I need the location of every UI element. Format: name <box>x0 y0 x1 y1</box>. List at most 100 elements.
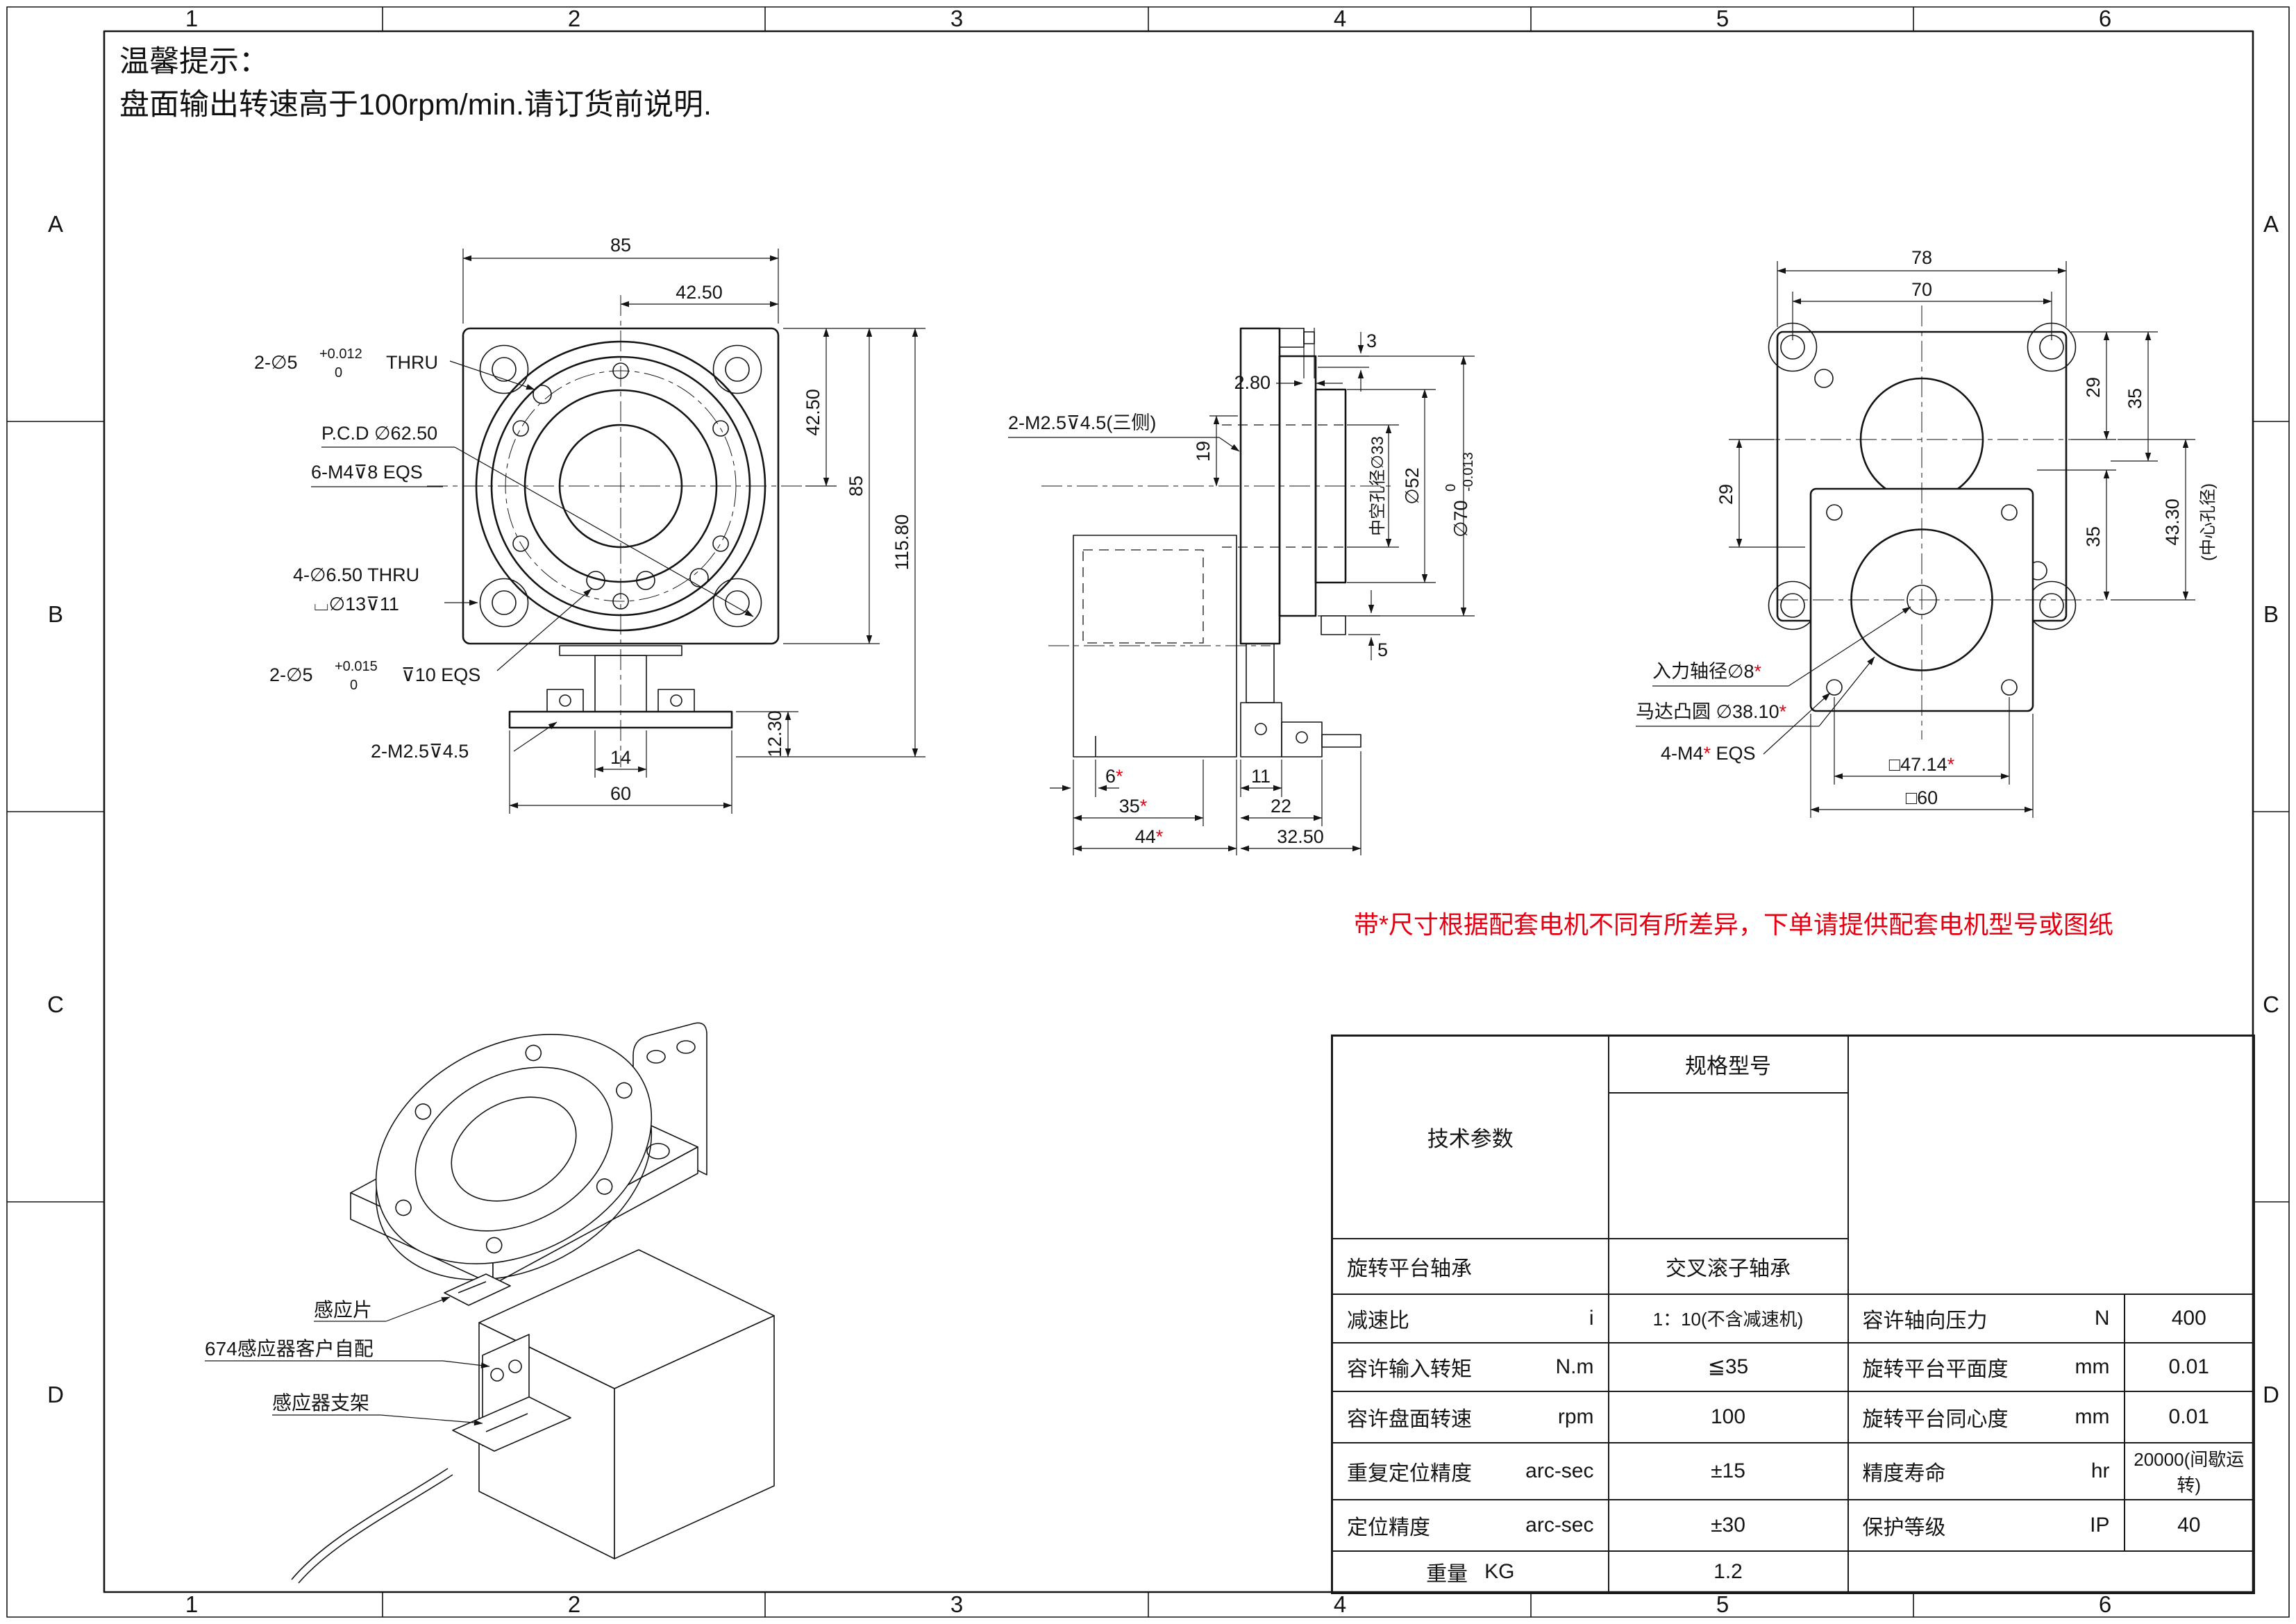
svg-text:35: 35 <box>2083 526 2104 547</box>
label-iso-vane: 感应片 <box>314 1296 451 1322</box>
svg-text:44*: 44* <box>1135 826 1164 847</box>
svg-text:感应片: 感应片 <box>314 1299 372 1321</box>
motor-side-view: 78 70 29 35 35 43.30 (中心孔径) <box>1636 247 2218 818</box>
grid-col-bottom-5: 5 <box>1716 1591 1729 1617</box>
label-front-pin-bottom: 2-∅5 +0.015 0 ⊽10 EQS <box>269 588 592 693</box>
svg-text:2-∅5: 2-∅5 <box>269 664 313 685</box>
svg-text:0: 0 <box>350 678 358 693</box>
label-front-pcd: P.C.D ∅62.50 <box>321 423 754 617</box>
table-flatness-value: 0.01 <box>2123 1341 2255 1392</box>
label-side-m25: 2-M2.5⊽4.5(三侧) <box>1008 412 1240 452</box>
svg-text:THRU: THRU <box>386 352 438 373</box>
grid-col-top-4: 4 <box>1334 6 1346 31</box>
grid-col-bottom-6: 6 <box>2099 1591 2111 1617</box>
svg-text:6*: 6* <box>1105 766 1123 787</box>
front-corner-holes <box>479 344 762 628</box>
svg-text:(中心孔径): (中心孔径) <box>2199 483 2218 561</box>
svg-text:-0.013: -0.013 <box>1461 452 1476 492</box>
grid-row-right-D: D <box>2263 1382 2279 1407</box>
border-frame: 1 2 3 4 5 6 1 2 3 4 5 6 A B C D A B C D <box>6 6 2290 1618</box>
svg-text:14: 14 <box>610 747 631 768</box>
svg-text:+0.012: +0.012 <box>319 346 362 362</box>
svg-text:P.C.D ∅62.50: P.C.D ∅62.50 <box>321 423 437 444</box>
dim-front-11580: 115.80 <box>736 328 925 757</box>
svg-text:42.50: 42.50 <box>803 389 823 436</box>
dim-front-4250-top: 42.50 <box>620 282 779 308</box>
svg-text:2-∅5: 2-∅5 <box>254 352 298 373</box>
label-rview-m4: 4-M4* EQS <box>1661 692 1831 764</box>
label-rview-shaft: 入力轴径∅8* <box>1652 606 1911 687</box>
grid-col-top-5: 5 <box>1716 6 1729 31</box>
svg-text:29: 29 <box>2083 377 2104 398</box>
label-front-counterbore: 4-∅6.50 THRU ⌴∅13⊽11 <box>293 564 478 614</box>
front-hollow-bore <box>558 424 683 549</box>
grid-row-left-C: C <box>47 991 64 1017</box>
svg-text:85: 85 <box>610 235 631 256</box>
top-notice: 温馨提示： 盘面输出转速高于100rpm/min.请订货前说明. <box>119 40 712 127</box>
label-front-pin-top: 2-∅5 +0.012 0 THRU <box>254 346 535 390</box>
dim-side-3: 3 <box>1318 330 1377 392</box>
table-torque-value: ≦35 <box>1607 1341 1849 1392</box>
dim-side-3250: 32.50 <box>1240 751 1361 855</box>
dim-rview-78: 78 <box>1777 247 2067 327</box>
dim-rview-35-lower: 35 <box>2037 469 2116 601</box>
svg-text:2-M2.5⊽4.5: 2-M2.5⊽4.5 <box>371 741 469 762</box>
notice-line1: 温馨提示： <box>119 45 269 78</box>
svg-text:11: 11 <box>1251 766 1271 787</box>
svg-text:4-M4* EQS: 4-M4* EQS <box>1661 743 1756 764</box>
table-bearing-value: 交叉滚子轴承 <box>1607 1237 1849 1295</box>
grid-col-top-6: 6 <box>2099 6 2111 31</box>
table-blank-bottomright <box>1847 1550 2255 1594</box>
table-header-param: 技术参数 <box>1331 1035 1609 1239</box>
dim-rview-4330: 43.30 (中心孔径) <box>2111 439 2218 601</box>
table-position-value: ±30 <box>1607 1498 1849 1552</box>
dim-front-85-right: 85 <box>783 328 880 644</box>
dim-side-70: ∅70 0 -0.013 <box>1318 355 1476 617</box>
svg-text:674感应器客户自配: 674感应器客户自配 <box>205 1338 374 1359</box>
iso-sensor-bracket <box>452 1334 571 1452</box>
table-weight-value: 1.2 <box>1607 1550 1849 1594</box>
iso-sensor-cable <box>291 1468 449 1580</box>
dim-side-280: 2.80 <box>1234 328 1343 393</box>
svg-text:70: 70 <box>1911 279 1932 300</box>
svg-text:∅70: ∅70 <box>1450 500 1471 537</box>
dim-side-11: 11 <box>1240 760 1282 797</box>
table-axial-value: 400 <box>2123 1293 2255 1343</box>
svg-text:42.50: 42.50 <box>676 282 723 303</box>
grid-row-right-A: A <box>2263 211 2279 237</box>
dim-front-60: 60 <box>509 730 732 814</box>
svg-text:32.50: 32.50 <box>1277 826 1324 847</box>
svg-text:29: 29 <box>1716 484 1736 505</box>
dim-rview-29-right: 29 <box>2071 331 2158 440</box>
iso-sensor-vane <box>444 1273 511 1306</box>
svg-text:马达凸圆 ∅38.10*: 马达凸圆 ∅38.10* <box>1636 701 1787 722</box>
svg-text:12.30: 12.30 <box>764 710 785 757</box>
svg-text:+0.015: +0.015 <box>335 659 378 674</box>
svg-text:35*: 35* <box>1119 796 1148 817</box>
label-front-m4: 6-M4⊽8 EQS <box>311 462 443 487</box>
dim-side-52: ∅52 <box>1347 389 1436 583</box>
grid-row-right-B: B <box>2263 601 2279 627</box>
dim-side-22: 22 <box>1240 760 1323 826</box>
svg-text:2.80: 2.80 <box>1234 372 1271 393</box>
grid-col-bottom-4: 4 <box>1334 1591 1346 1617</box>
label-front-m25: 2-M2.5⊽4.5 <box>371 721 558 762</box>
side-output-disc <box>1314 388 1347 584</box>
dim-side-44: 44* <box>1073 760 1237 855</box>
table-concentric-value: 0.01 <box>2123 1390 2255 1443</box>
svg-text:6-M4⊽8 EQS: 6-M4⊽8 EQS <box>311 462 423 483</box>
dim-rview-35-right: 35 <box>2111 331 2158 462</box>
svg-text:115.80: 115.80 <box>891 514 912 571</box>
